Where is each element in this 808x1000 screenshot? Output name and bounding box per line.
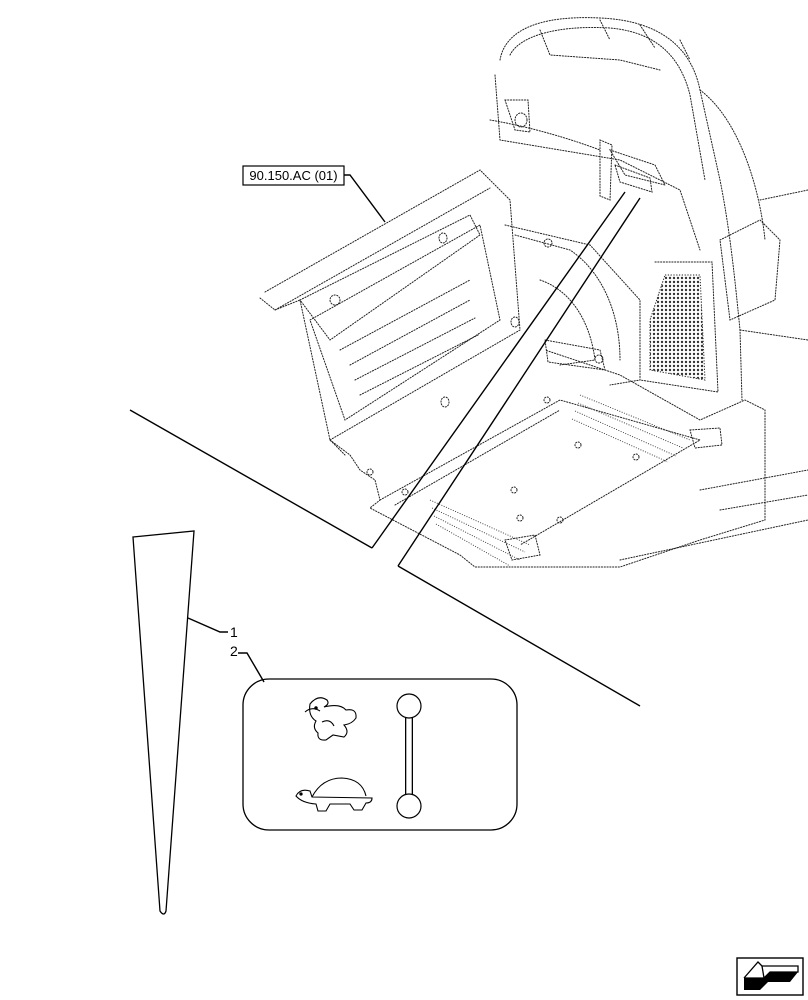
reference-code: 90.150.AC (01) <box>249 168 337 183</box>
reference-box[interactable]: 90.150.AC (01) <box>242 165 386 223</box>
decal-speed-label-part-2 <box>242 678 518 831</box>
section-cut-lines <box>129 191 641 707</box>
rabbit-icon <box>304 697 357 741</box>
callout-number-1: 1 <box>230 624 238 640</box>
turtle-icon <box>295 777 373 812</box>
decal-strip-part-1 <box>132 530 195 915</box>
cab-interior-illustration <box>259 17 808 568</box>
callout-1: 1 <box>187 617 238 640</box>
slider-track-icon <box>396 693 422 819</box>
arrow-back-icon[interactable] <box>736 957 804 996</box>
callout-2: 2 <box>230 643 265 683</box>
callout-number-2: 2 <box>230 643 238 659</box>
